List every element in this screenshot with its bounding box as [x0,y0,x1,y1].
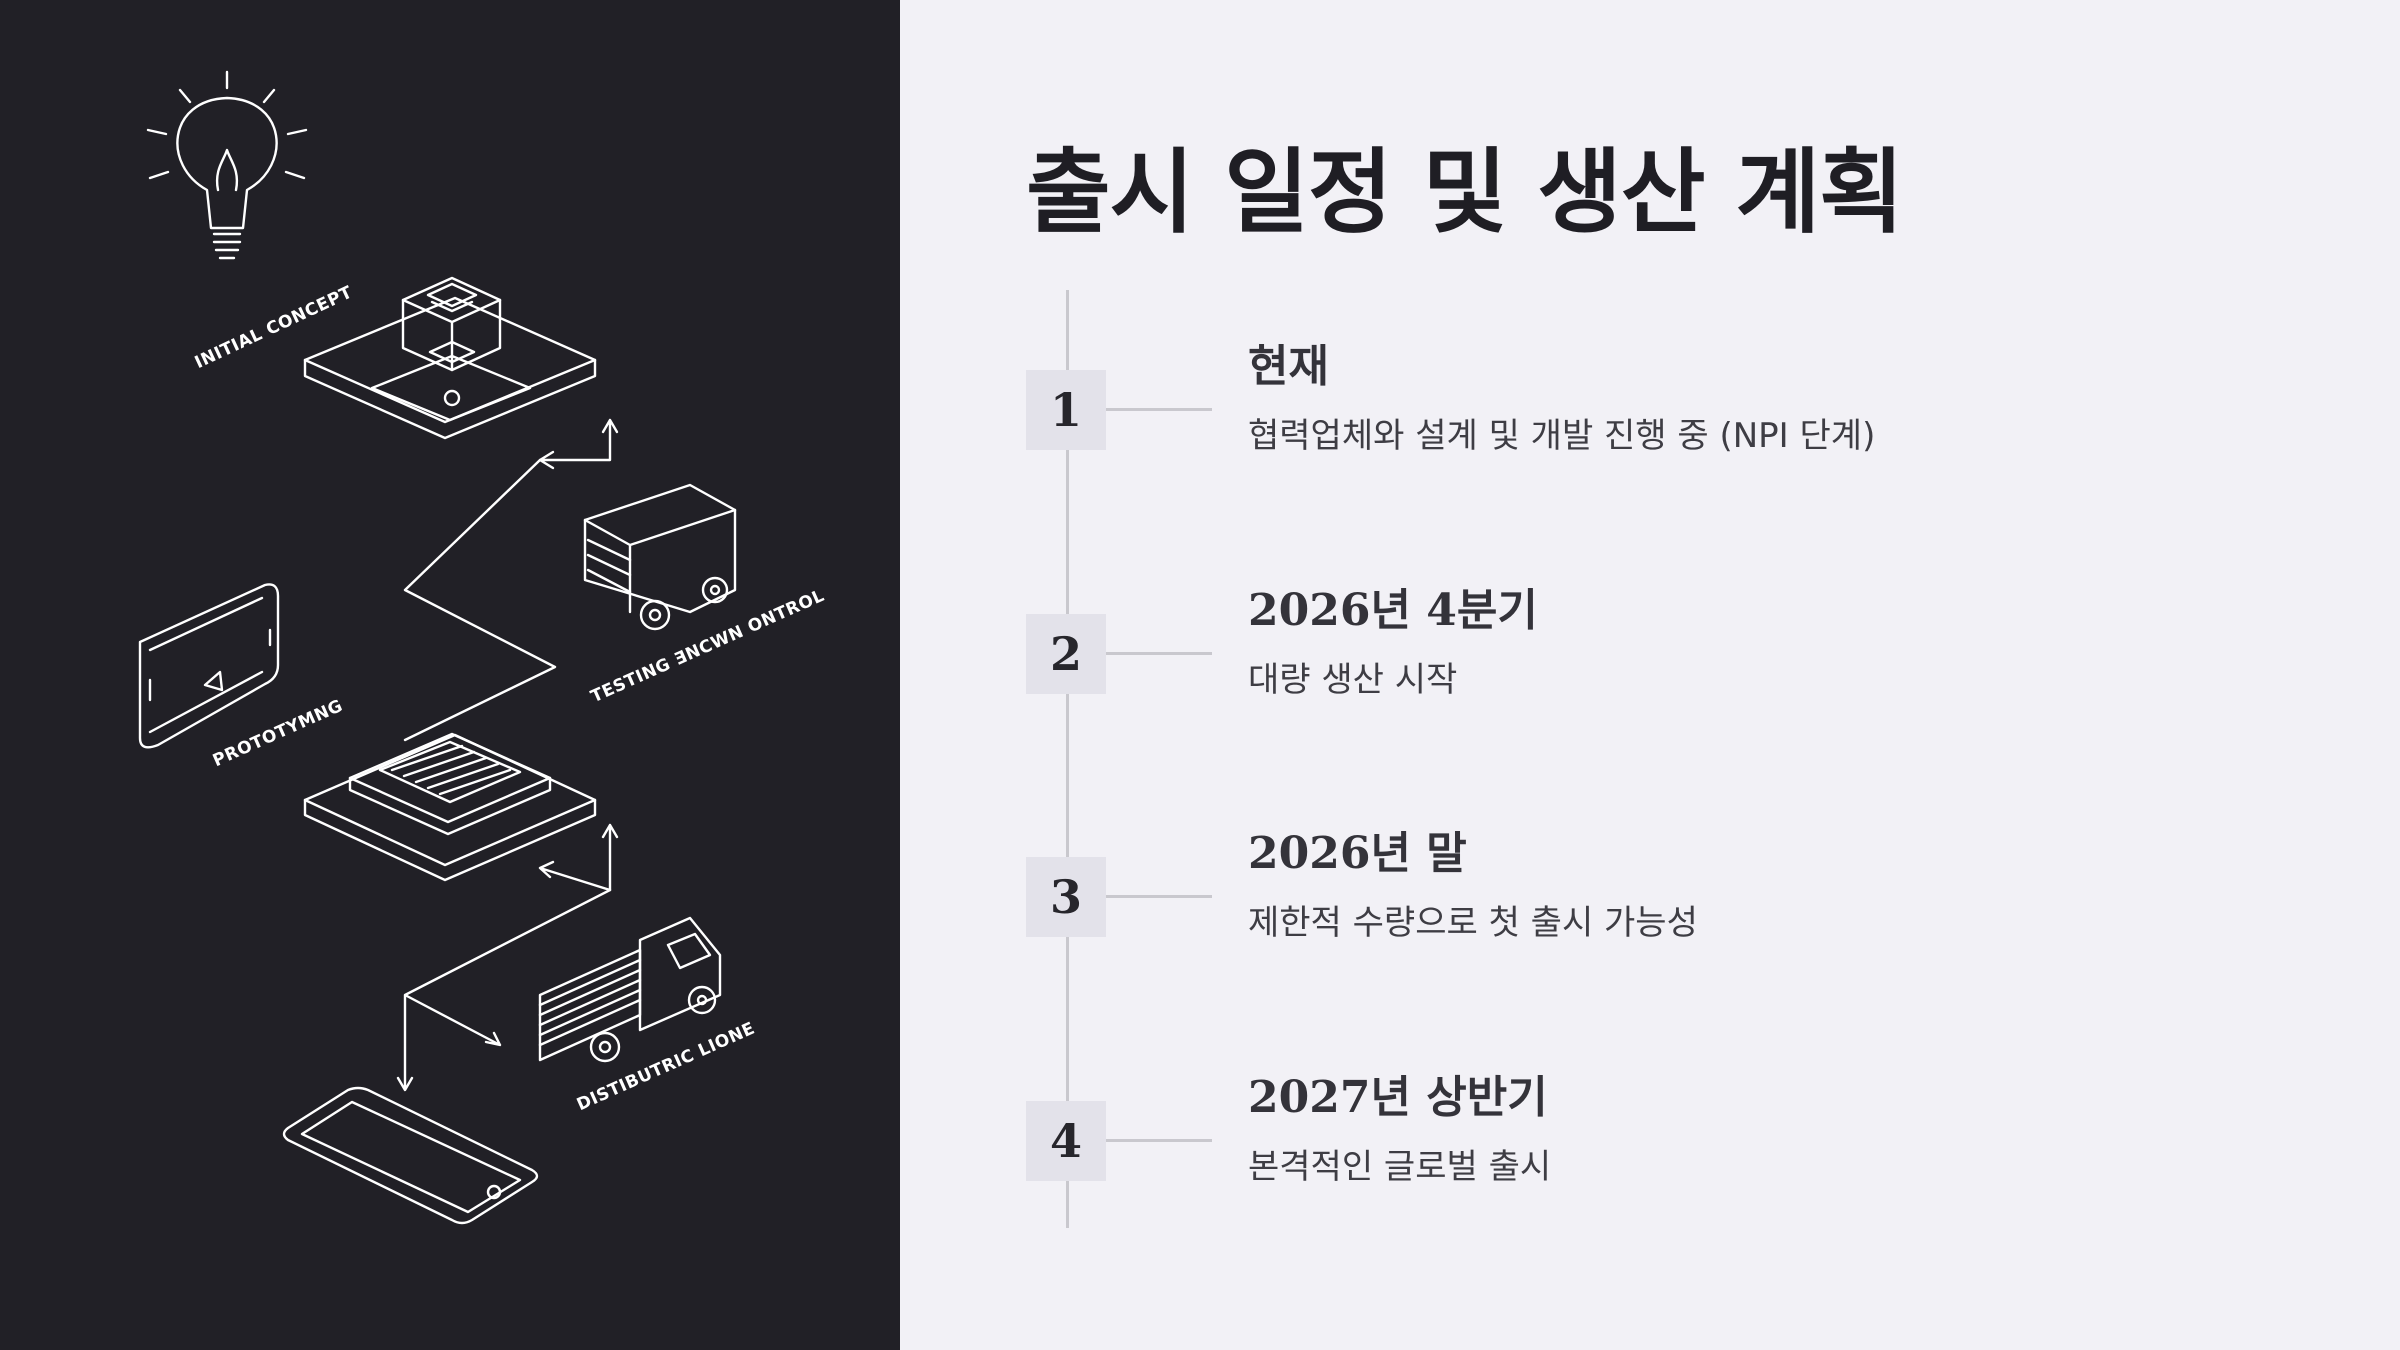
timeline-panel: 출시 일정 및 생산 계획 1 현재 협력업체와 설계 및 개발 진행 중 (N… [900,0,2400,1350]
illustration-panel: INITIAL CONCEPT PROTOTYMNG TESTING ƎNCWN… [0,0,900,1350]
timeline-step-2: 2 2026년 4분기 대량 생산 시작 [1026,574,2326,774]
step-number-badge: 4 [1026,1101,1106,1181]
product-pipeline-illustration [138,70,737,1225]
step-number-badge: 1 [1026,370,1106,450]
step-number-badge: 2 [1026,614,1106,694]
concept-platform-icon [303,276,597,440]
timeline-line [1066,290,1069,1228]
step-title: 2026년 말 [1248,828,1467,879]
flatbed-truck-icon [538,916,722,1063]
flow-arrow [538,418,619,470]
step-title: 현재 [1248,341,1329,392]
step-connector [1106,408,1212,411]
box-truck-icon [583,483,737,631]
flow-arrow [538,823,619,892]
timeline-step-3: 3 2026년 말 제한적 수량으로 첫 출시 가능성 [1026,817,2326,1017]
step-title: 2026년 4분기 [1248,585,1538,636]
step-connector [1106,652,1212,655]
lightbulb-icon [146,70,308,260]
smartphone-icon [282,1086,539,1225]
tablet-icon [138,583,280,749]
step-description: 본격적인 글로벌 출시 [1248,1147,1552,1187]
step-title: 2027년 상반기 [1248,1072,1548,1123]
flow-path [396,888,612,1092]
step-connector [1106,895,1212,898]
step-description: 제한적 수량으로 첫 출시 가능성 [1248,903,1698,943]
step-description: 대량 생산 시작 [1248,660,1458,700]
page-title: 출시 일정 및 생산 계획 [1026,139,1904,246]
timeline-step-1: 1 현재 협력업체와 설계 및 개발 진행 중 (NPI 단계) [1026,330,2326,530]
step-number-badge: 3 [1026,857,1106,937]
step-connector [1106,1139,1212,1142]
prototype-platform-icon [303,732,597,882]
flow-path [403,458,557,742]
step-description: 협력업체와 설계 및 개발 진행 중 (NPI 단계) [1248,416,1876,456]
timeline-step-4: 4 2027년 상반기 본격적인 글로벌 출시 [1026,1061,2326,1261]
